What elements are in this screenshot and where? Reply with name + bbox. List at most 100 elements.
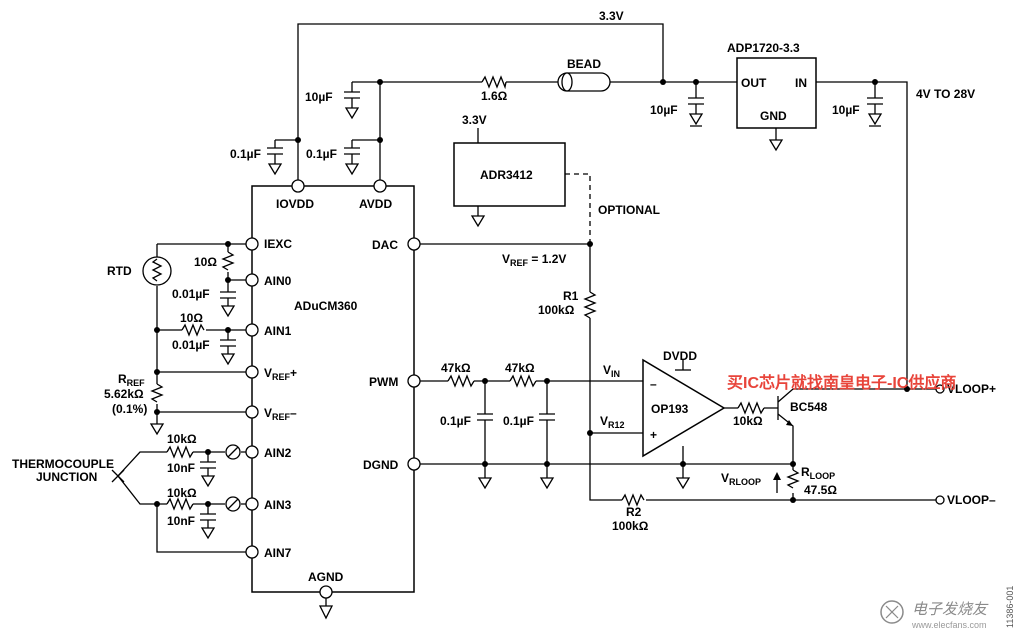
vrloop-arrow [773,472,781,493]
thermocouple-junction-symbol [111,469,125,483]
label-r2-value: 100kΩ [612,519,649,533]
label-vref-equals: VREF = 1.2V [502,252,566,268]
label-r-47k-b: 47kΩ [505,361,535,375]
rtd-sensor [142,256,172,286]
label-adr3412: ADR3412 [480,168,533,182]
resistor-47k-a [447,374,475,388]
transistor-bc548 [786,420,793,426]
resistors [150,75,800,511]
resistor-10k-ain3 [166,497,194,511]
capacitors [200,91,883,528]
watermark-logo-text: 电子发烧友 [912,601,989,618]
label-c-01uf-d: 0.1µF [503,414,534,428]
overlay-red-text: 买IC芯片就找南皇电子-IC供应商 [727,373,956,392]
junction-dots [154,79,910,507]
label-rloop-value: 47.5Ω [804,483,837,497]
resistor-10ohm-ain0 [221,251,235,271]
figure-id: 11386-001 [1005,586,1015,628]
label-c-10nf-a: 10nF [167,461,195,475]
label-3v3-rail: 3.3V [599,9,624,23]
label-cap-10uf-b: 10µF [650,103,678,117]
label-opamp-minus: – [650,377,657,391]
watermark-logo-icon [880,600,904,624]
label-pin-iovdd: IOVDD [276,197,314,211]
label-bc548: BC548 [790,400,828,414]
label-junction: JUNCTION [36,470,97,484]
label-thermocouple: THERMOCOUPLE [12,457,114,471]
label-dvdd: DVDD [663,349,697,363]
label-optional: OPTIONAL [598,203,660,217]
label-c-001uf-b: 0.01µF [172,338,210,352]
ferrite-bead [557,72,611,92]
labels: 3.3V ADP1720-3.3 OUT IN GND 4V TO 28V BE… [12,9,1015,630]
resistor-10ohm-ain1 [181,323,205,337]
label-r1: R1 [563,289,579,303]
resistor-rref [150,383,164,403]
label-pin-dgnd: DGND [363,458,399,472]
resistor-1p6ohm [481,75,507,90]
label-r1-value: 100kΩ [538,303,575,317]
vloop-minus-terminal [935,495,945,505]
label-rref-value: 5.62kΩ [104,387,144,401]
label-pin-ain1: AIN1 [264,324,292,338]
label-opamp-plus: + [650,428,657,442]
label-r-47k-a: 47kΩ [441,361,471,375]
label-pin-vrefp: VREF+ [264,366,297,382]
terminal-connectors [225,444,241,512]
aducm360-ic [251,185,415,593]
label-pin-ain2: AIN2 [264,446,292,460]
label-pin-ain7: AIN7 [264,546,292,560]
label-r-10k-base: 10kΩ [733,414,763,428]
label-r-10k-b: 10kΩ [167,486,197,500]
label-pin-dac: DAC [372,238,398,252]
label-pin-vrefn: VREF– [264,406,297,422]
label-rref: RREF [118,372,145,388]
op193-opamp [642,358,726,458]
label-c-10nf-b: 10nF [167,514,195,528]
label-pin-avdd: AVDD [359,197,392,211]
label-aducm360: ADuCM360 [294,299,358,313]
label-rloop: RLOOP [801,465,835,481]
label-cap-10uf-a: 10µF [305,90,333,104]
vloop-plus-terminal [935,384,945,394]
label-c-001uf-a: 0.01µF [172,287,210,301]
label-vin: VIN [603,363,620,379]
label-cap-01uf-b: 0.1µF [306,147,337,161]
label-adp-gnd: GND [760,109,787,123]
resistor-r1 [583,291,597,319]
label-rtd: RTD [107,264,132,278]
label-r2: R2 [626,505,642,519]
label-bead: BEAD [567,57,601,71]
label-vloop-plus: VLOOP+ [947,382,996,396]
resistor-rloop [786,469,800,489]
label-pin-ain3: AIN3 [264,498,292,512]
label-adp-in: IN [795,76,807,90]
resistor-47k-b [509,374,537,388]
label-r-10k-a: 10kΩ [167,432,197,446]
watermark-url: www.elecfans.com [911,620,987,630]
label-pin-ain0: AIN0 [264,274,292,288]
label-c-01uf-c: 0.1µF [440,414,471,428]
label-rref-tolerance: (0.1%) [112,402,147,416]
label-pin-iexc: IEXC [264,237,292,251]
label-pin-pwm: PWM [369,375,398,389]
label-vrloop: VRLOOP [721,471,761,487]
adr3412-reference [453,142,566,207]
label-vr12: VR12 [600,414,625,430]
resistor-10k-base [737,401,765,415]
resistor-r2 [621,493,645,507]
label-op193: OP193 [651,402,689,416]
label-adp1720: ADP1720-3.3 [727,41,800,55]
label-adp-out: OUT [741,76,767,90]
label-pin-agnd: AGND [308,570,344,584]
label-r-10ohm-a: 10Ω [194,255,217,269]
ic-pins [245,179,421,599]
label-cap-01uf-a: 0.1µF [230,147,261,161]
resistor-10k-ain2 [166,445,194,459]
label-vloop-minus: VLOOP– [947,493,996,507]
label-cap-10uf-c: 10µF [832,103,860,117]
ground-symbols [149,107,883,620]
label-adr-supply: 3.3V [462,113,487,127]
label-vin-range: 4V TO 28V [916,87,975,101]
